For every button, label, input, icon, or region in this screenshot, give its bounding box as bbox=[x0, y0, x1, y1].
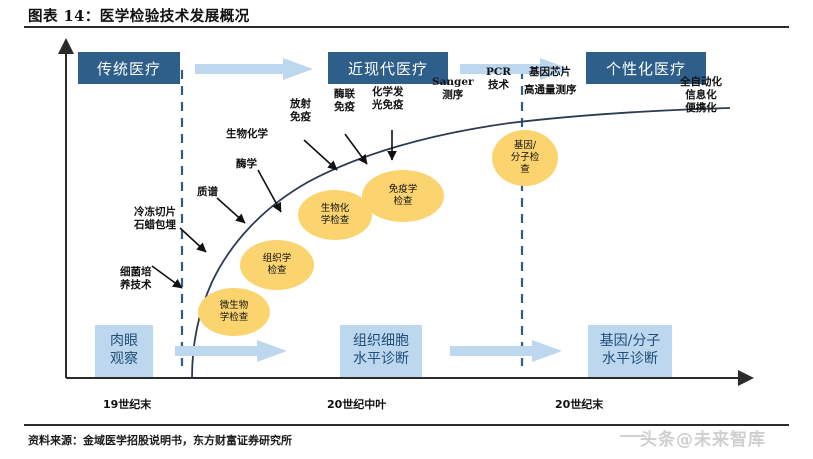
technique-label-chemiluminescence: 化学发 光免疫 bbox=[372, 86, 404, 111]
axis-tick-label-1: 20世纪中叶 bbox=[327, 398, 387, 411]
axis-tick-label-2: 20世纪末 bbox=[555, 398, 604, 411]
technique-label-bacterial-culture: 细菌培 养技术 bbox=[120, 266, 152, 291]
technique-label-elisa: 酶联 免疫 bbox=[334, 88, 355, 113]
bubble-microbiology[interactable]: 微生物 学检查 bbox=[198, 288, 270, 336]
title-divider-top bbox=[24, 26, 789, 28]
era-box-personalized[interactable]: 个性化医疗 bbox=[586, 52, 706, 84]
technique-label-frozen-paraffin: 冷冻切片 石蜡包埋 bbox=[134, 206, 176, 231]
level-arrow-2-icon bbox=[450, 340, 562, 362]
technique-label-ngs: 高通量测序 bbox=[524, 84, 577, 96]
era-box-modern[interactable]: 近现代医疗 bbox=[328, 52, 448, 84]
level-arrow-1-icon bbox=[175, 340, 287, 362]
watermark: 头条@未来智库 bbox=[640, 430, 766, 450]
level-box-naked-eye[interactable]: 肉眼 观察 bbox=[95, 325, 153, 377]
bubble-gene-molecular[interactable]: 基因/ 分子检 查 bbox=[492, 130, 558, 186]
era-arrow-1-icon bbox=[195, 58, 313, 80]
technique-label-biochemistry: 生物化学 bbox=[226, 128, 268, 140]
technique-label-radioimmunoassay: 放射 免疫 bbox=[290, 98, 311, 123]
bubble-immunology[interactable]: 免疫学 检查 bbox=[362, 170, 444, 222]
technique-label-mass-spec: 质谱 bbox=[197, 186, 218, 198]
technique-label-automation: 全自动化 信息化 便携化 bbox=[680, 76, 722, 114]
technique-label-sanger: Sanger 测序 bbox=[432, 76, 474, 101]
source-divider bbox=[24, 424, 789, 426]
watermark-dash bbox=[620, 435, 644, 437]
bubble-biochemistry[interactable]: 生物化 学检查 bbox=[298, 190, 372, 240]
era-box-traditional[interactable]: 传统医疗 bbox=[78, 52, 180, 84]
bubble-histology[interactable]: 组织学 检查 bbox=[240, 240, 314, 290]
level-box-tissue-cell[interactable]: 组织细胞 水平诊断 bbox=[340, 325, 422, 377]
figure-title: 图表 14：医学检验技术发展概况 bbox=[28, 8, 250, 25]
source-note: 资料来源：金域医学招股说明书，东方财富证券研究所 bbox=[28, 434, 292, 447]
chart-plot-area: 传统医疗 近现代医疗 个性化医疗 细菌培 养技术 冷冻切片 石蜡包埋 质谱 酶学… bbox=[40, 30, 775, 390]
axis-tick-label-0: 19世纪末 bbox=[103, 398, 152, 411]
era-arrow-2-icon bbox=[460, 58, 570, 80]
level-box-gene-molecular[interactable]: 基因/分子 水平诊断 bbox=[588, 325, 672, 377]
chart-vector-layer bbox=[58, 38, 754, 386]
technique-label-enzymology: 酶学 bbox=[236, 158, 257, 170]
technique-label-pcr: PCR 技术 bbox=[486, 66, 511, 91]
technique-label-gene-chip: 基因芯片 bbox=[529, 66, 571, 78]
